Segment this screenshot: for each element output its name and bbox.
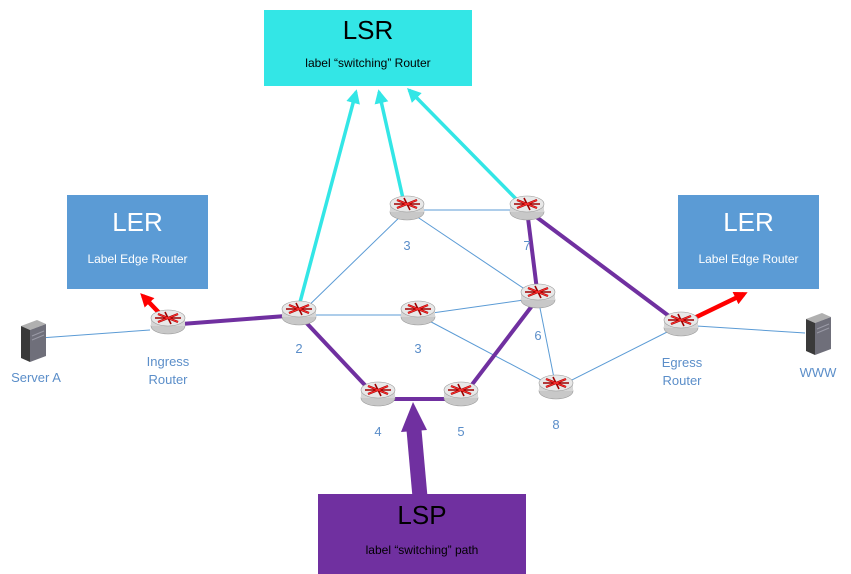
node-label-r2: 2: [295, 341, 303, 356]
lsp-subtitle: label “switching” path: [365, 543, 479, 557]
ler-left-title: LER: [112, 207, 163, 237]
lsp-box: LSP label “switching” path: [318, 494, 526, 574]
server-icon-a: [20, 319, 47, 363]
link-r8-egress: [555, 324, 682, 389]
router-icon-egress: [662, 310, 700, 338]
node-label-egress: Egress Router: [661, 355, 703, 388]
ler-right-box: LER Label Edge Router: [678, 195, 819, 289]
link-r6-r8: [537, 297, 557, 389]
lsp-arrow: [401, 402, 428, 498]
node-label-ingress: Ingress Router: [146, 354, 190, 387]
server-icon-www: [805, 312, 832, 356]
lsr-arrows: [297, 88, 522, 307]
router-icon-r6: [519, 282, 557, 310]
ler-left-box: LER Label Edge Router: [67, 195, 208, 289]
ler-left-subtitle: Label Edge Router: [87, 252, 188, 266]
link-server-ingress: [39, 329, 151, 339]
router-icon-r4: [359, 380, 397, 408]
link-r3mid-r8: [417, 314, 557, 389]
node-label-r3-top: 3: [403, 238, 411, 253]
ler-right-title: LER: [723, 207, 774, 237]
lsr-box: LSR label “switching” Router: [264, 10, 472, 86]
node-label-r4: 4: [374, 424, 382, 439]
lsr-title: LSR: [342, 15, 394, 45]
router-icon-r3-mid: [399, 299, 437, 327]
router-icon-r7: [508, 194, 546, 222]
node-label-r5: 5: [457, 424, 465, 439]
router-icon-r5: [442, 380, 480, 408]
node-label-r7: 7: [523, 238, 531, 253]
ler-right-subtitle: Label Edge Router: [698, 252, 799, 266]
node-label-r3-mid: 3: [414, 341, 422, 356]
network-links: [39, 209, 806, 389]
node-label-r6: 6: [534, 328, 542, 343]
link-egress-www: [680, 324, 806, 334]
lsr-subtitle: label “switching” Router: [305, 56, 431, 70]
lsp-title: LSP: [397, 500, 447, 530]
node-label-r8: 8: [552, 417, 560, 432]
link-r3top-r6: [406, 209, 539, 299]
link-r3mid-r6: [417, 297, 539, 316]
link-r2-r3top: [298, 209, 408, 316]
router-icon-r2: [280, 299, 318, 327]
node-label-www: WWW: [799, 365, 837, 380]
router-icon-r3-top: [388, 194, 426, 222]
router-icon-r8: [537, 373, 575, 401]
router-icon-ingress: [149, 308, 187, 336]
node-label-server-a: Server A: [11, 370, 61, 385]
ler-arrows: [140, 291, 748, 325]
